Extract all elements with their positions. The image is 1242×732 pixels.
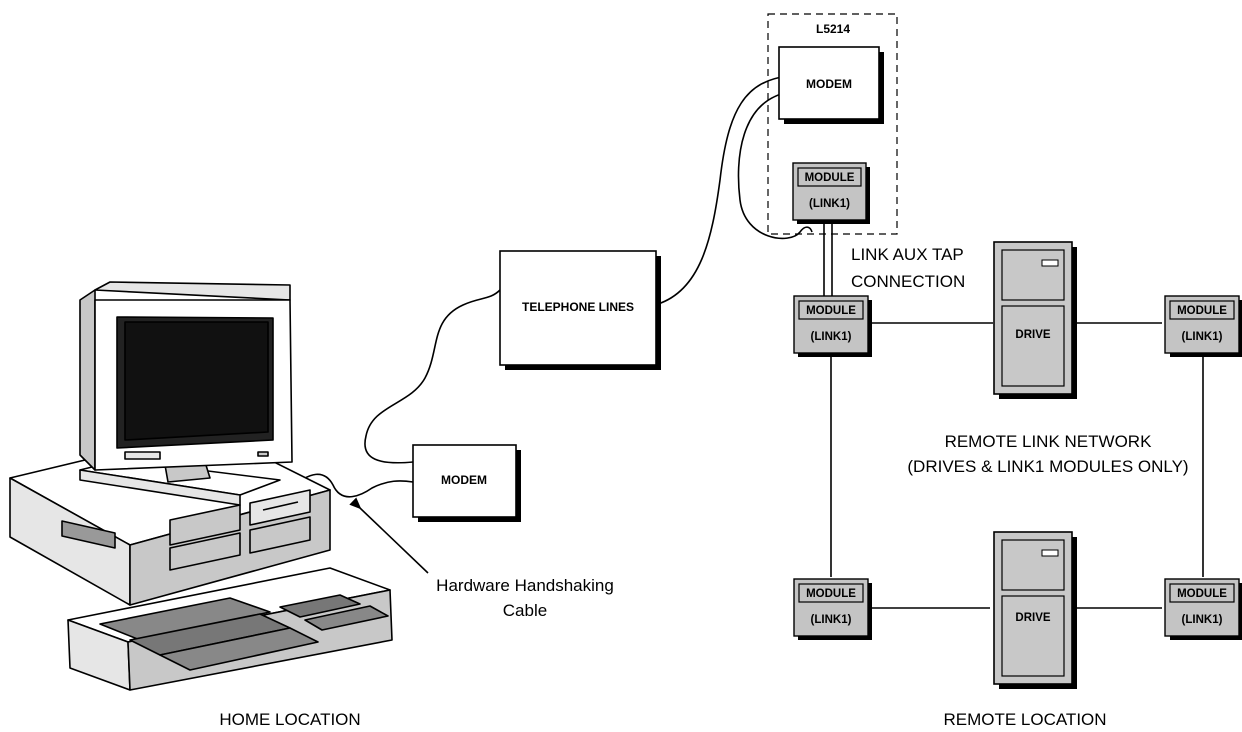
drive-2-label: DRIVE <box>1015 612 1050 624</box>
l5214-modem: MODEM <box>778 46 884 124</box>
pc-to-modem-cable <box>289 473 414 498</box>
network-label-line2: (DRIVES & LINK1 MODULES ONLY) <box>907 457 1188 476</box>
network-module-1-bottom: (LINK1) <box>811 331 852 343</box>
drive-1: DRIVE <box>993 241 1077 399</box>
network-module-4-top: MODULE <box>1177 588 1227 600</box>
remote-location-label: REMOTE LOCATION <box>943 710 1106 729</box>
l5214-module: MODULE (LINK1) <box>792 162 870 224</box>
cable-arrow <box>349 497 429 574</box>
cable-label-line1: Hardware Handshaking <box>436 576 614 595</box>
cable-label-line2: Cable <box>503 601 547 620</box>
l5214-modem-label: MODEM <box>806 77 852 91</box>
home-modem-label: MODEM <box>441 473 487 487</box>
monitor <box>79 281 293 471</box>
l5214-title: L5214 <box>816 22 850 36</box>
network-module-2-top: MODULE <box>1177 305 1227 317</box>
drive-1-label: DRIVE <box>1015 329 1050 341</box>
l5214-module-top: MODULE <box>805 172 855 184</box>
network-module-4: MODULE (LINK1) <box>1164 578 1242 640</box>
modem-to-telephone-cable <box>364 289 501 464</box>
home-location-label: HOME LOCATION <box>219 710 360 729</box>
home-modem: MODEM <box>412 444 521 522</box>
network-module-2: MODULE (LINK1) <box>1164 295 1242 357</box>
network-module-4-bottom: (LINK1) <box>1182 614 1223 626</box>
network-module-1-top: MODULE <box>806 305 856 317</box>
aux-tap-label-line1: LINK AUX TAP <box>851 245 964 264</box>
drive-2: DRIVE <box>993 531 1077 689</box>
network-module-1: MODULE (LINK1) <box>793 295 872 357</box>
network-label-line1: REMOTE LINK NETWORK <box>945 432 1153 451</box>
network-module-3: MODULE (LINK1) <box>793 578 872 640</box>
telephone-lines-box: TELEPHONE LINES <box>499 250 661 370</box>
telephone-to-l5214-modem-cable <box>657 75 791 305</box>
network-module-3-top: MODULE <box>806 588 856 600</box>
l5214-enclosure <box>767 13 898 235</box>
network-module-2-bottom: (LINK1) <box>1182 331 1223 343</box>
keyboard <box>67 567 393 691</box>
telephone-lines-label: TELEPHONE LINES <box>522 300 634 314</box>
aux-tap-label-line2: CONNECTION <box>851 272 965 291</box>
network-module-3-bottom: (LINK1) <box>811 614 852 626</box>
l5214-modem-to-module-cable <box>737 91 813 240</box>
l5214-module-bottom: (LINK1) <box>809 198 850 210</box>
personal-computer <box>9 281 393 691</box>
